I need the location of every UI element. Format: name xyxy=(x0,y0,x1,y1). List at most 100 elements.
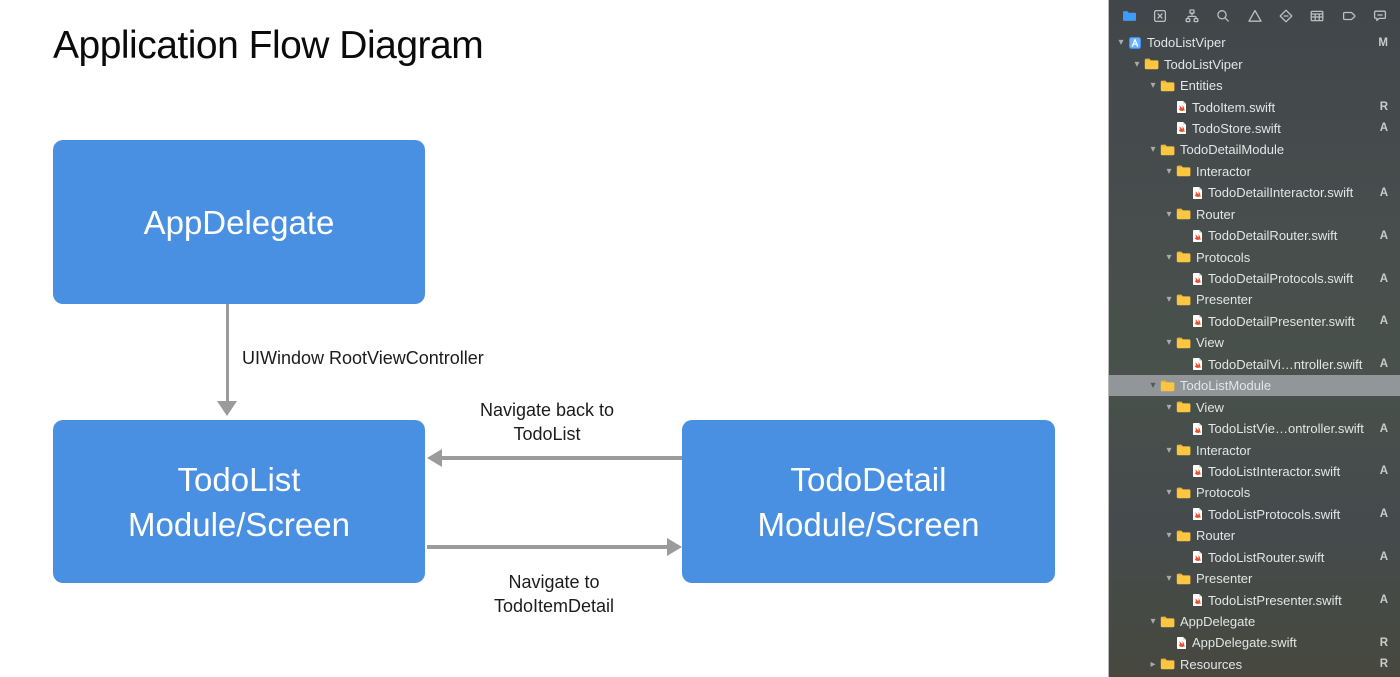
folder-icon xyxy=(1144,58,1159,70)
project-navigator-icon[interactable] xyxy=(1118,5,1140,27)
disclosure-triangle-icon[interactable]: ▾ xyxy=(1134,58,1140,70)
disclosure-triangle-icon[interactable]: ▾ xyxy=(1166,487,1172,499)
arrow-tododetail-to-todolist xyxy=(441,456,682,460)
edge-label-navigate-back: Navigate back to TodoList xyxy=(479,400,615,444)
tests-icon[interactable] xyxy=(1275,5,1297,27)
navigator-item-label: TodoListPresenter.swift xyxy=(1208,592,1342,608)
navigator-row-router[interactable]: ▾Router xyxy=(1109,204,1400,225)
navigator-row-tododetailmodule[interactable]: ▾ TodoDetailModule xyxy=(1109,139,1400,160)
navigator-row-todolistviper[interactable]: ▾ TodoListViper M xyxy=(1109,32,1400,53)
arrowhead-right-icon xyxy=(667,538,682,556)
navigator-item-label: TodoDetailModule xyxy=(1180,142,1285,158)
status-badge: A xyxy=(1379,465,1388,478)
navigator-item-label: Interactor xyxy=(1196,442,1251,458)
navigator-row-tododetailprotocols-swift[interactable]: TodoDetailProtocols.swift A xyxy=(1109,268,1400,289)
status-badge: A xyxy=(1379,272,1388,285)
navigator-item-label: TodoItem.swift xyxy=(1192,99,1276,115)
status-badge: R xyxy=(1379,101,1388,114)
arrowhead-left-icon xyxy=(427,449,442,467)
navigator-item-label: TodoListViper xyxy=(1147,35,1226,51)
status-badge: M xyxy=(1378,36,1388,49)
disclosure-triangle-icon[interactable]: ▾ xyxy=(1150,80,1156,92)
disclosure-triangle-icon[interactable]: ▾ xyxy=(1166,337,1172,349)
navigator-row-interactor[interactable]: ▾ Interactor xyxy=(1109,439,1400,460)
swift-file-icon xyxy=(1192,314,1203,328)
arrow-appdelegate-to-todolist xyxy=(226,304,229,404)
edge-label-uiwindow-rootviewcontroller: UIWindow RootViewController xyxy=(242,348,484,368)
source-control-icon[interactable] xyxy=(1149,5,1171,27)
disclosure-triangle-icon[interactable]: ▾ xyxy=(1150,144,1156,156)
disclosure-triangle-icon[interactable]: ▾ xyxy=(1166,208,1172,220)
node-tododetail-module[interactable]: TodoDetail Module/Screen xyxy=(682,420,1055,583)
folder-icon xyxy=(1176,444,1191,456)
breakpoints-icon[interactable] xyxy=(1338,5,1360,27)
navigator-row-todoitem-swift[interactable]: TodoItem.swift R xyxy=(1109,96,1400,117)
disclosure-triangle-icon[interactable]: ▾ xyxy=(1166,444,1172,456)
folder-icon xyxy=(1176,337,1191,349)
navigator-row-todolistmodule[interactable]: ▾ TodoListModule xyxy=(1109,375,1400,397)
issues-warning-icon[interactable] xyxy=(1244,5,1266,27)
page-title: Application Flow Diagram xyxy=(53,24,484,67)
disclosure-triangle-icon[interactable]: ▾ xyxy=(1150,380,1156,392)
navigator-row-presenter[interactable]: ▾Presenter xyxy=(1109,289,1400,310)
swift-file-icon xyxy=(1192,464,1203,478)
disclosure-triangle-icon[interactable]: ▾ xyxy=(1150,616,1156,628)
disclosure-triangle-icon[interactable]: ▾ xyxy=(1118,37,1124,49)
navigator-row-interactor[interactable]: ▾Interactor xyxy=(1109,161,1400,182)
disclosure-triangle-icon[interactable]: ▾ xyxy=(1166,165,1172,177)
navigator-item-label: Router xyxy=(1196,528,1236,544)
navigator-item-label: TodoListRouter.swift xyxy=(1208,549,1325,565)
swift-file-icon xyxy=(1192,550,1203,564)
disclosure-triangle-icon[interactable]: ▾ xyxy=(1166,530,1172,542)
navigator-row-entities[interactable]: ▾ Entities xyxy=(1109,75,1400,96)
navigator-item-label: Entities xyxy=(1180,78,1223,94)
symbol-navigator-icon[interactable] xyxy=(1181,5,1203,27)
navigator-item-label: TodoListVie…ontroller.swift xyxy=(1208,421,1364,437)
search-icon[interactable] xyxy=(1212,5,1234,27)
navigator-row-view[interactable]: ▾ View xyxy=(1109,332,1400,353)
disclosure-triangle-icon[interactable]: ▾ xyxy=(1166,251,1172,263)
navigator-item-label: TodoListViper xyxy=(1164,56,1243,72)
navigator-row-protocols[interactable]: ▾ Protocols xyxy=(1109,482,1400,503)
navigator-row-protocols[interactable]: ▾Protocols xyxy=(1109,246,1400,267)
disclosure-triangle-icon[interactable]: ▸ xyxy=(1150,658,1156,670)
navigator-item-label: TodoDetailProtocols.swift xyxy=(1208,271,1354,287)
disclosure-triangle-icon[interactable]: ▾ xyxy=(1166,401,1172,413)
folder-icon xyxy=(1176,573,1191,585)
navigator-item-label: TodoListModule xyxy=(1180,378,1272,394)
disclosure-triangle-icon[interactable]: ▾ xyxy=(1166,573,1172,585)
navigator-row-presenter[interactable]: ▾Presenter xyxy=(1109,568,1400,589)
debug-table-icon[interactable] xyxy=(1306,5,1328,27)
swift-file-icon xyxy=(1192,357,1203,371)
status-badge: R xyxy=(1379,658,1388,671)
navigator-row-router[interactable]: ▾ Router xyxy=(1109,525,1400,546)
disclosure-triangle-icon[interactable]: ▾ xyxy=(1166,294,1172,306)
node-todolist-module[interactable]: TodoList Module/Screen xyxy=(53,420,425,583)
reports-icon[interactable] xyxy=(1369,5,1391,27)
node-appdelegate[interactable]: AppDelegate xyxy=(53,140,425,304)
navigator-item-label: View xyxy=(1196,335,1224,351)
folder-icon xyxy=(1176,208,1191,220)
navigator-row-view[interactable]: ▾View xyxy=(1109,396,1400,417)
navigator-item-label: AppDelegate.swift xyxy=(1192,635,1297,651)
navigator-row-todolistviper[interactable]: ▾ TodoListViper xyxy=(1109,53,1400,74)
navigator-row-appdelegate[interactable]: ▾AppDelegate xyxy=(1109,611,1400,632)
swift-file-icon xyxy=(1192,186,1203,200)
folder-icon xyxy=(1176,401,1191,413)
navigator-item-label: TodoDetailVi…ntroller.swift xyxy=(1208,356,1363,372)
navigator-item-label: Protocols xyxy=(1196,485,1251,501)
